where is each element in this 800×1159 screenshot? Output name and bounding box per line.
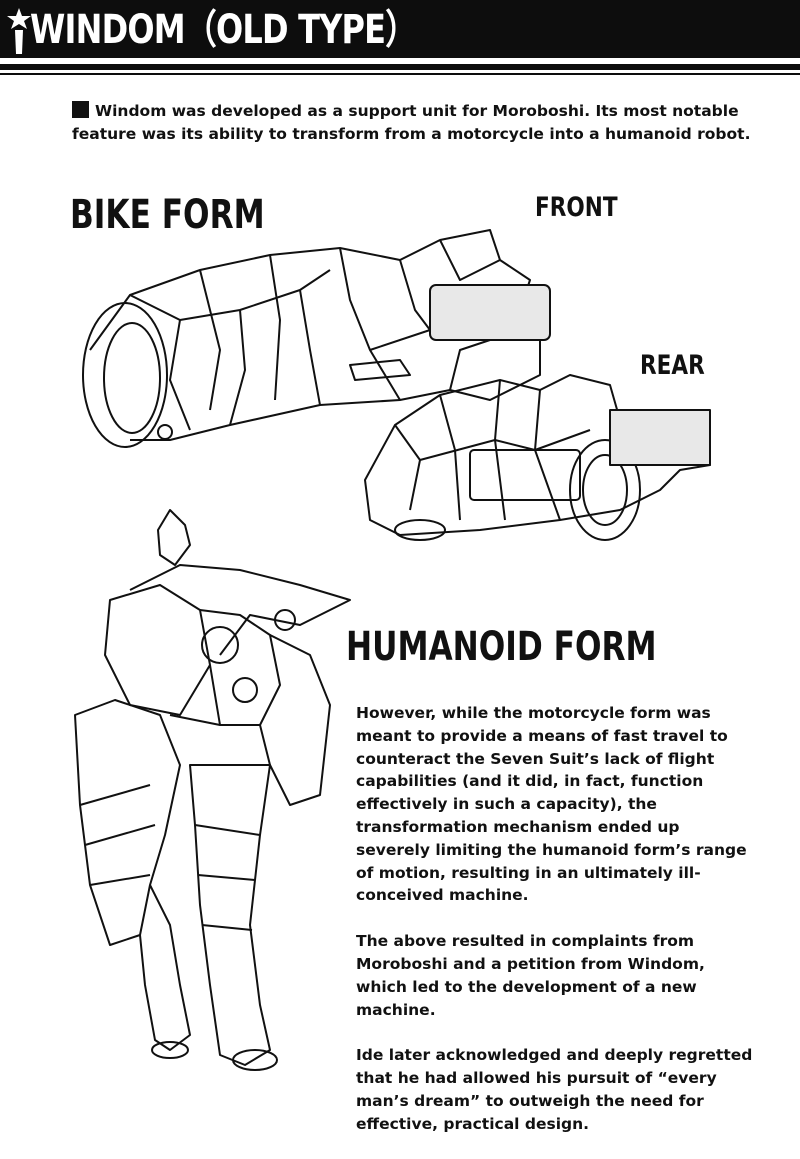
body-paragraph-3: Ide later acknowledged and deeply regret…: [356, 1046, 753, 1133]
bike-rear-illustration: [364, 374, 711, 541]
rear-label: REAR: [640, 350, 705, 381]
header-rule-thin: [0, 73, 800, 75]
bike-form-label: BIKE FORM: [70, 192, 265, 238]
black-square-icon: [72, 101, 89, 118]
body-paragraph-1: However, while the motorcycle form was m…: [356, 704, 747, 905]
humanoid-illustration: [74, 509, 351, 1071]
header-bar: WINDOM（OLD TYPE）: [0, 0, 800, 58]
star-icon: [7, 8, 31, 54]
body-paragraph-2: The above resulted in complaints from Mo…: [356, 932, 705, 1019]
bike-front-illustration: [82, 229, 551, 448]
front-label: FRONT: [535, 192, 618, 223]
intro-paragraph: Windom was developed as a support unit f…: [72, 100, 772, 146]
header-rule-thick: [0, 64, 800, 70]
body-text: However, while the motorcycle form was m…: [356, 702, 756, 1159]
intro-text: Windom was developed as a support unit f…: [72, 102, 751, 143]
humanoid-form-label: HUMANOID FORM: [346, 624, 657, 670]
page-title: WINDOM（OLD TYPE）: [30, 7, 417, 53]
